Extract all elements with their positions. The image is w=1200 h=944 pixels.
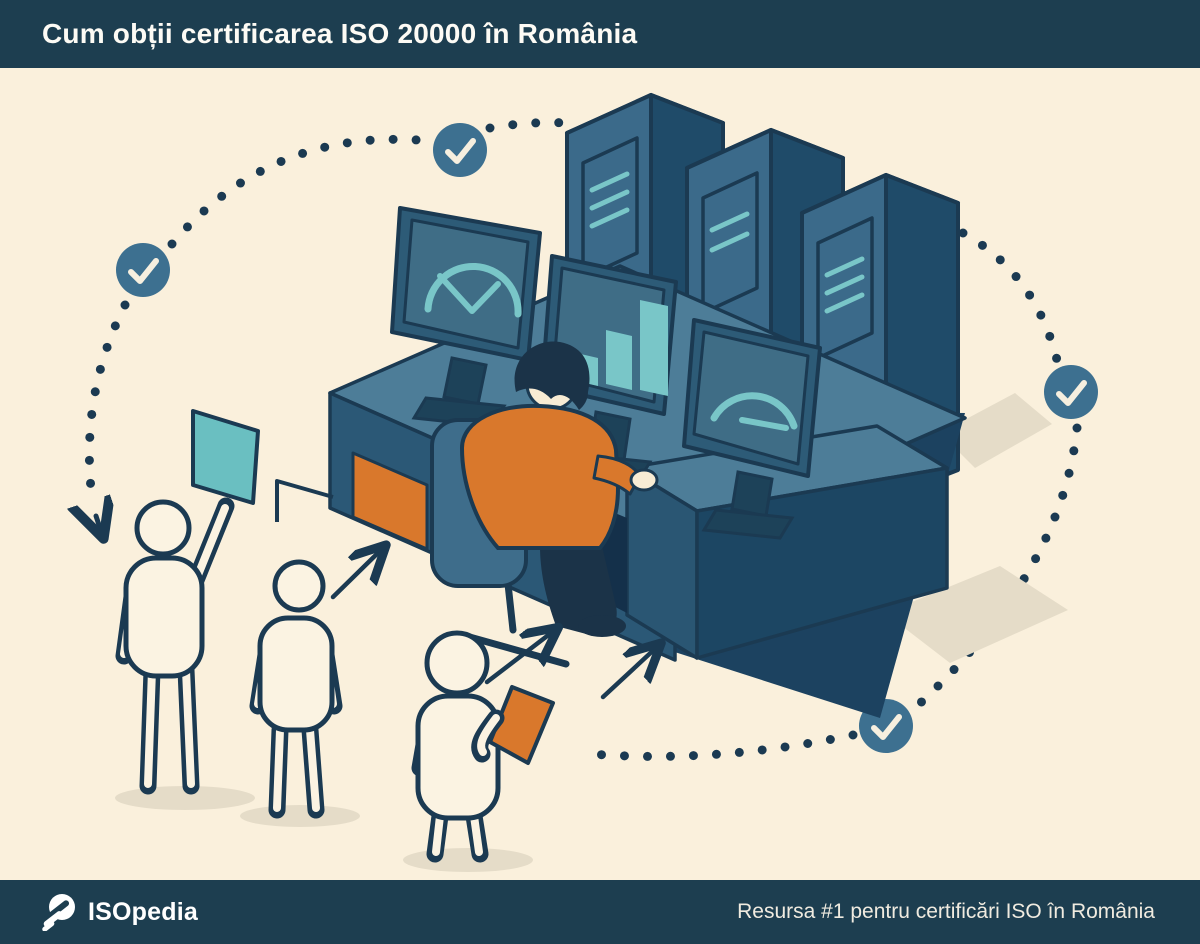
operator-torso [459, 403, 621, 550]
brand: ISOpedia [40, 893, 198, 931]
arrow-down-icon [96, 516, 102, 534]
operator-legs [540, 546, 617, 636]
operator-hair [514, 341, 590, 410]
operator-figure [430, 341, 659, 668]
brand-logo-icon [40, 894, 75, 931]
illustration-canvas [0, 93, 1098, 872]
brand-name: ISOpedia [88, 897, 198, 926]
operator-shoe [578, 615, 626, 637]
teal-card [191, 409, 260, 505]
callout-line [275, 479, 334, 522]
standing-figure [403, 630, 555, 872]
dotted-path [167, 118, 1082, 761]
operator-hand [629, 468, 659, 492]
dotted-path-arrow [84, 300, 130, 511]
header-bar: Cum obții certificarea ISO 20000 în Româ… [0, 0, 1200, 68]
tower-shadow [940, 393, 1052, 468]
footer-bar: ISOpedia Resursa #1 pentru certificări I… [0, 880, 1200, 944]
figure-shadow [403, 848, 533, 872]
chair-pedestal [504, 580, 517, 634]
desk-accent-panel [351, 451, 429, 551]
footer-tagline: Resursa #1 pentru certificări ISO în Rom… [737, 900, 1155, 923]
illustration-stage [0, 68, 1200, 880]
standing-figure [115, 409, 260, 810]
figure-shadow [240, 805, 360, 827]
page-title: Cum obții certificarea ISO 20000 în Româ… [42, 18, 638, 49]
standing-figure [240, 559, 360, 827]
monitor-arc-icon [682, 318, 822, 540]
check-badge-icon [116, 243, 170, 297]
server-tower-icon [800, 173, 960, 528]
check-badge-icon [433, 123, 487, 177]
monitor-gauge-icon [390, 206, 542, 428]
operator-arm [592, 454, 642, 496]
check-badge-icon [1044, 365, 1098, 419]
arrow-icon [330, 548, 658, 700]
desk-shadow [885, 566, 1068, 663]
